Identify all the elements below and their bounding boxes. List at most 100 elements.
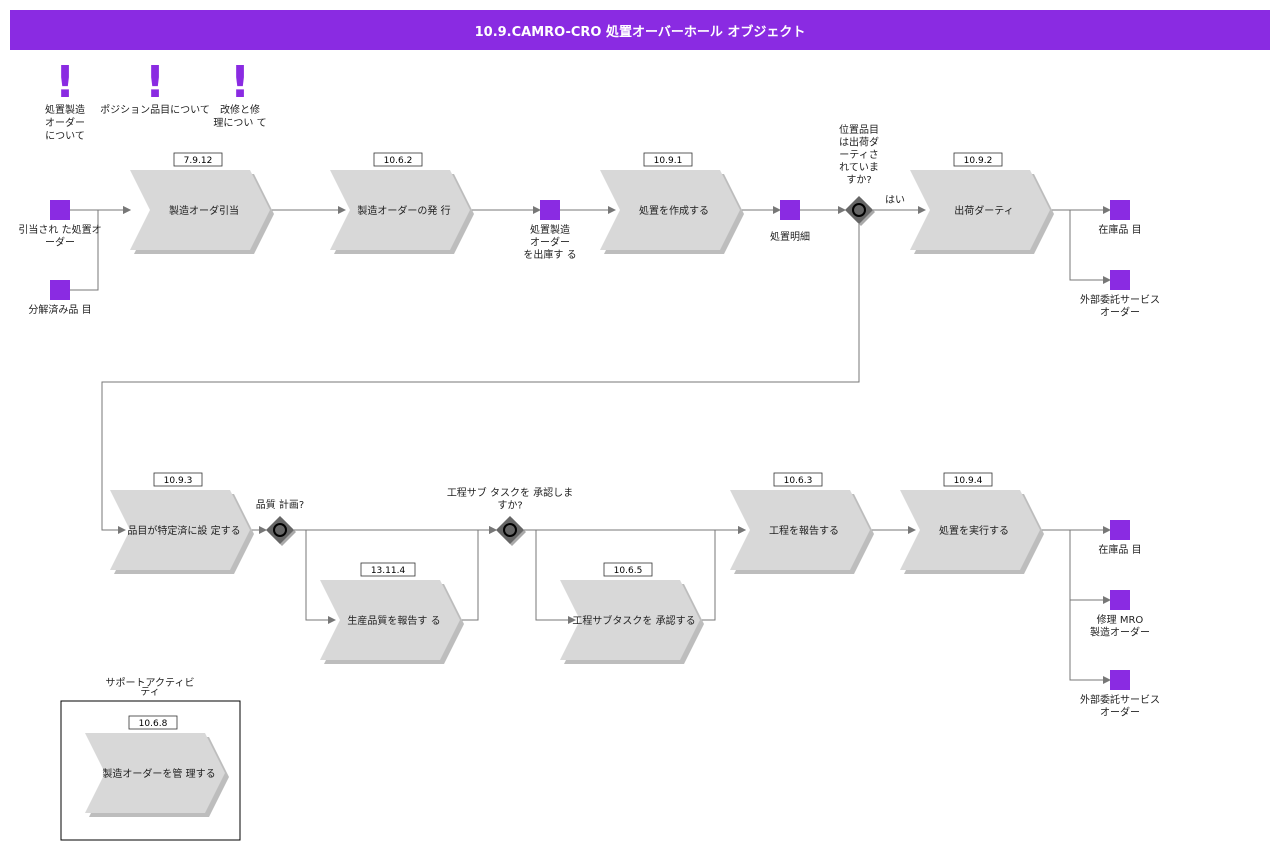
edge-p9-o8 (1069, 530, 1111, 604)
edge-p9-o9 (1069, 530, 1111, 684)
process-shape (730, 490, 870, 570)
process-10.9.4[interactable]: 処置を実行する 10.9.4 (900, 472, 1044, 574)
process-code-badge (643, 152, 693, 167)
note-1[interactable]: !処置製造オーダーについて (45, 57, 85, 142)
gateway-label: 工程サブ タスクを 承認しますか? (447, 486, 573, 512)
process-10.9.3[interactable]: 品目が特定済に設 定する 10.9.3 (110, 472, 254, 574)
data-object-square (50, 200, 70, 220)
data-object-o2[interactable]: 分解済み品 目 (28, 280, 92, 316)
process-shape (130, 170, 270, 250)
process-10.6.2[interactable]: 製造オーダーの発 行 10.6.2 (330, 152, 474, 254)
process-code: 10.6.2 (384, 156, 413, 166)
data-object-label: 引当され た処置オーダー (18, 223, 101, 249)
process-code: 10.6.8 (139, 719, 168, 729)
support-activity-box (60, 700, 241, 841)
exclamation-icon: ! (55, 57, 75, 108)
process-label: 処置を実行する (939, 524, 1009, 537)
edge-g2-p6 (305, 530, 336, 624)
process-code: 10.9.3 (164, 476, 193, 486)
data-object-square (50, 280, 70, 300)
data-object-square (1110, 670, 1130, 690)
data-object-square (1110, 590, 1130, 610)
process-code: 10.9.2 (964, 156, 993, 166)
process-shape (910, 170, 1050, 250)
edge-p7-p8 (700, 526, 746, 621)
process-code-badge (773, 472, 823, 487)
data-object-o4[interactable]: 処置明細 (770, 200, 810, 243)
gateway-label: 位置品目は出荷ダーティされていますか? (839, 123, 879, 186)
process-label: 製造オーダーを管 理する (102, 767, 215, 780)
data-object-o5[interactable]: 在庫品 目 (1098, 200, 1142, 236)
process-code: 10.6.3 (784, 476, 813, 486)
process-10.6.3[interactable]: 工程を報告する 10.6.3 (730, 472, 874, 574)
edge-p4-o6 (1069, 210, 1111, 284)
process-code: 10.9.1 (654, 156, 683, 166)
data-object-label: 分解済み品 目 (28, 303, 91, 316)
process-code-badge (128, 715, 178, 730)
process-label: 工程サブタスクを 承認する (572, 614, 695, 627)
process-shape (330, 170, 470, 250)
gateway-g3[interactable]: 工程サブ タスクを 承認しますか? (447, 486, 573, 546)
gateway-diamond (496, 516, 524, 544)
process-10.9.1[interactable]: 処置を作成する 10.9.1 (600, 152, 744, 254)
process-7.9.12[interactable]: 製造オーダ引当 7.9.12 (130, 152, 274, 254)
gateway-label: 品質 計画? (256, 498, 305, 511)
process-code: 13.11.4 (371, 566, 406, 576)
data-object-o7[interactable]: 在庫品 目 (1098, 520, 1142, 556)
data-object-square (1110, 520, 1130, 540)
exclamation-icon: ! (230, 57, 250, 108)
data-object-o3[interactable]: 処置製造オーダーを出庫す る (523, 200, 577, 261)
data-object-o9[interactable]: 外部委託サービスオーダー (1080, 670, 1160, 719)
gateway-circle-icon (852, 203, 866, 217)
process-code-badge (943, 472, 993, 487)
process-shape (320, 580, 460, 660)
process-13.11.4[interactable]: 生産品質を報告す る 13.11.4 (320, 562, 464, 664)
data-object-o6[interactable]: 外部委託サービスオーダー (1080, 270, 1160, 319)
process-code-badge (953, 152, 1003, 167)
data-object-label: 外部委託サービスオーダー (1080, 293, 1160, 319)
data-object-square (1110, 270, 1130, 290)
process-code-badge (373, 152, 423, 167)
process-code: 7.9.12 (184, 156, 213, 166)
process-shape (110, 490, 250, 570)
process-label: 製造オーダ引当 (169, 204, 239, 217)
process-code-badge (603, 562, 653, 577)
process-shape (85, 733, 225, 813)
process-shape (600, 170, 740, 250)
page-title: 10.9.CAMRO-CRO 処置オーバーホール オブジェクト (10, 10, 1270, 50)
gateway-g1[interactable]: 位置品目は出荷ダーティされていますか? (839, 123, 879, 226)
support-activity-label: サポートアクティビティ (106, 677, 195, 698)
data-object-square (540, 200, 560, 220)
data-object-o1[interactable]: 引当され た処置オーダー (18, 200, 102, 249)
gateway-diamond (845, 196, 873, 224)
process-shape (560, 580, 700, 660)
data-object-label: 処置明細 (770, 230, 810, 243)
gateway-circle-icon (273, 523, 287, 537)
process-10.6.8[interactable]: 製造オーダーを管 理する 10.6.8 (85, 715, 229, 817)
note-label: 処置製造オーダーについて (45, 103, 85, 142)
process-label: 処置を作成する (639, 204, 709, 217)
data-object-label: 在庫品 目 (1098, 223, 1141, 236)
data-object-square (1110, 200, 1130, 220)
gateway-g2[interactable]: 品質 計画? (256, 498, 305, 546)
gateway-circle-icon (503, 523, 517, 537)
note-2[interactable]: !ポジション品目について (100, 57, 210, 116)
edge-p6-g3 (460, 526, 497, 621)
exclamation-icon: ! (145, 57, 165, 108)
note-label: ポジション品目について (100, 104, 210, 116)
edge-label-yes: はい (885, 194, 905, 206)
process-label: 工程を報告する (769, 524, 839, 537)
note-3[interactable]: !改修と修理につい て (213, 57, 266, 129)
process-label: 生産品質を報告す る (347, 614, 440, 627)
process-code-badge (153, 472, 203, 487)
data-object-label: 在庫品 目 (1098, 543, 1141, 556)
process-label: 品目が特定済に設 定する (127, 524, 240, 537)
process-label: 製造オーダーの発 行 (357, 204, 450, 217)
gateway-diamond (266, 516, 294, 544)
process-code: 10.9.4 (954, 476, 983, 486)
